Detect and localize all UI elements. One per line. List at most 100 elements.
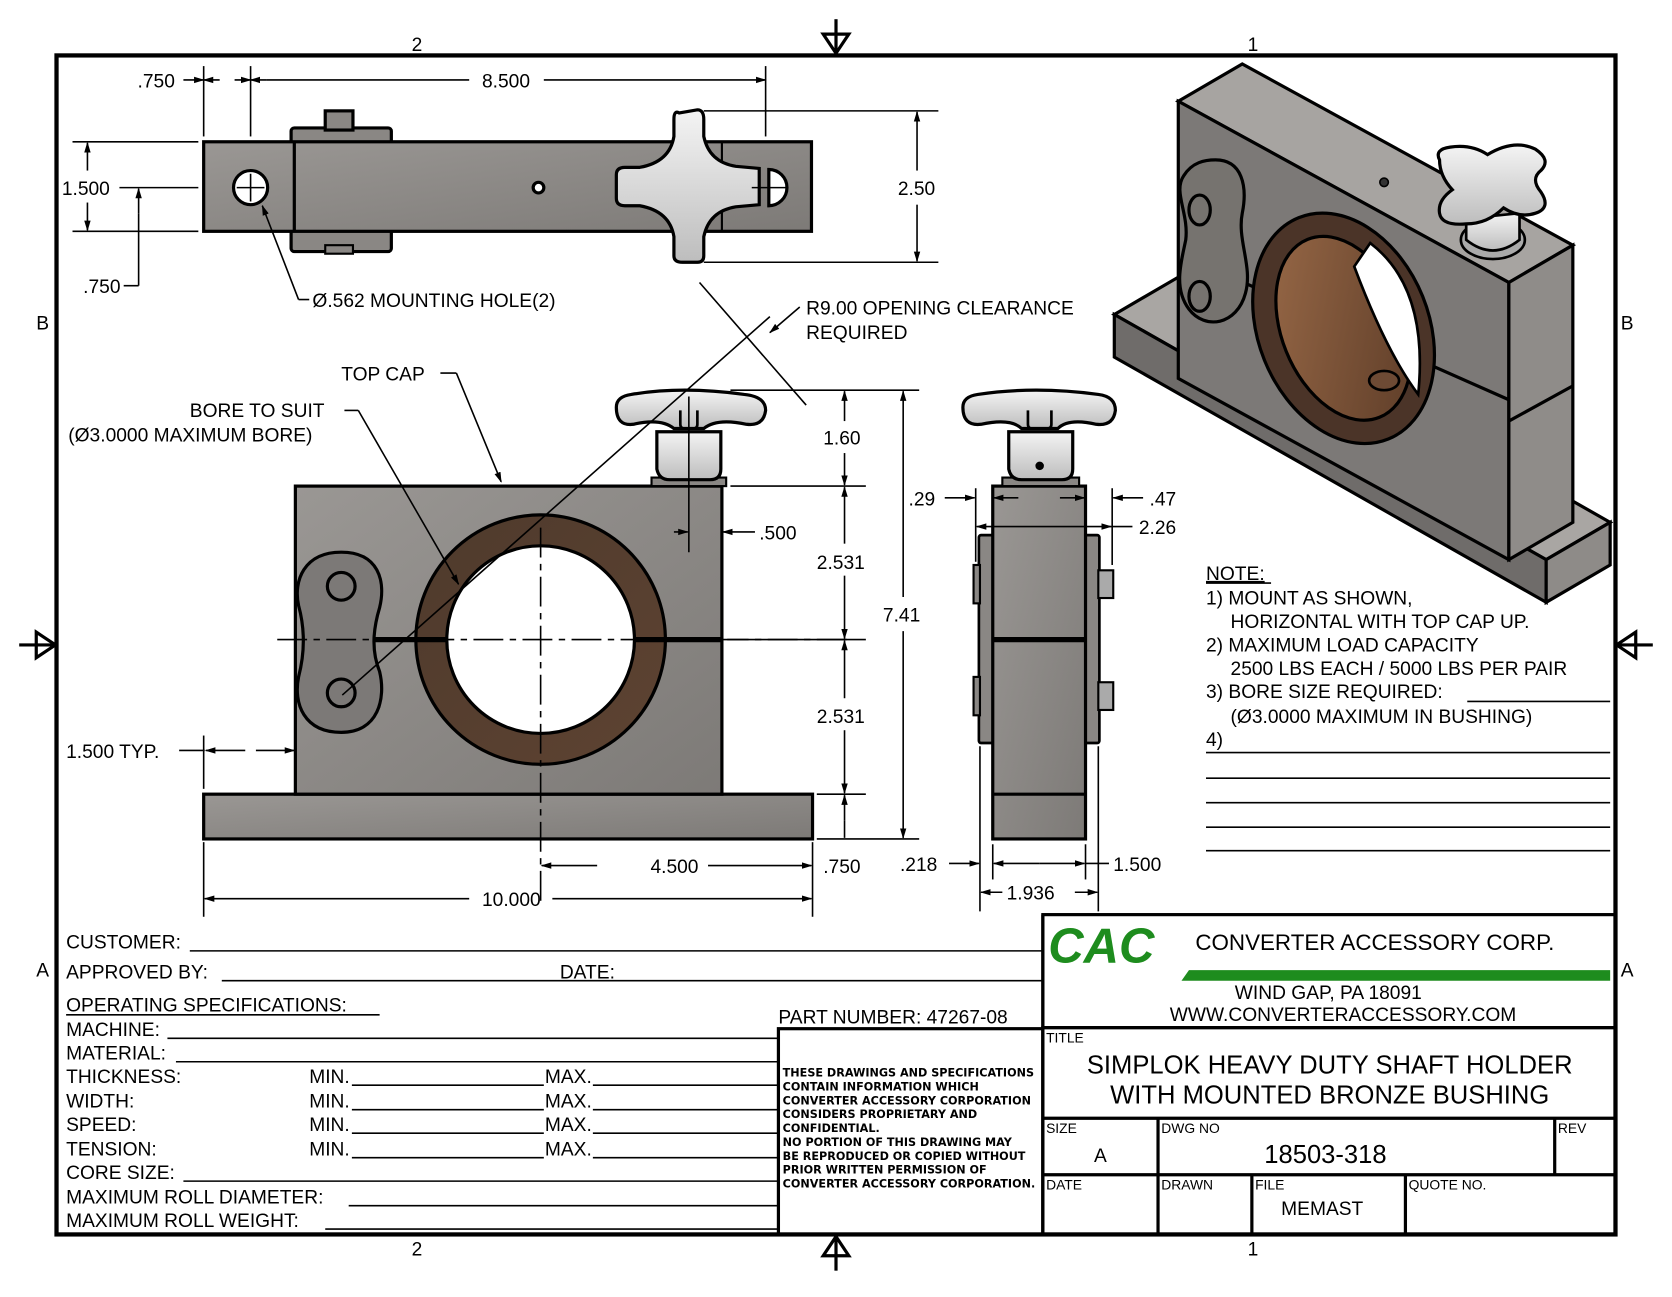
max-label: MAX.	[545, 1115, 592, 1136]
range-row-width: WIDTH: MIN. MAX.	[66, 1092, 779, 1113]
notes-block: NOTE: 1) MOUNT AS SHOWN, HORIZONTAL WITH…	[1206, 564, 1611, 852]
approval-date-label: DATE:	[560, 963, 615, 984]
disclaimer-line: CONSIDERS PROPRIETARY AND	[783, 1108, 978, 1121]
approved-by-label: APPROVED BY:	[66, 963, 208, 984]
zone-right-a: A	[1621, 960, 1634, 981]
disclaimer-line: NO PORTION OF THIS DRAWING MAY	[783, 1136, 1013, 1149]
customer-label: CUSTOMER:	[66, 933, 181, 954]
dim-edge-to-hole: .750	[138, 71, 175, 92]
part-number: PART NUMBER: 47267-08	[778, 1007, 1007, 1028]
isometric-view	[1111, 62, 1614, 606]
bore-label-line2: (Ø3.0000 MAXIMUM BORE)	[68, 425, 312, 446]
range-row-speed: SPEED: MIN. MAX.	[66, 1115, 779, 1136]
file-value: MEMAST	[1281, 1199, 1363, 1220]
note-line: HORIZONTAL WITH TOP CAP UP.	[1231, 612, 1530, 633]
title-label: TITLE	[1046, 1030, 1084, 1046]
company-block: CAC CONVERTER ACCESSORY CORP. WIND GAP, …	[1041, 913, 1618, 1030]
side-view: .29 .47 2.26 .218 1.500 1.936	[900, 388, 1177, 912]
note-line: 3) BORE SIZE REQUIRED:	[1206, 682, 1443, 703]
zone-right-b: B	[1621, 313, 1634, 334]
range-label: WIDTH:	[66, 1092, 134, 1113]
range-label: SPEED:	[66, 1115, 136, 1136]
note-line: (Ø3.0000 MAXIMUM IN BUSHING)	[1231, 707, 1533, 728]
note-line: 2500 LBS EACH / 5000 LBS PER PAIR	[1231, 659, 1568, 680]
top-cap-label: TOP CAP	[341, 365, 425, 386]
centering-mark-left-icon	[19, 629, 59, 661]
disclaimer-box: THESE DRAWINGS AND SPECIFICATIONS CONTAI…	[776, 1027, 1045, 1237]
disclaimer-line: CONTAIN INFORMATION WHICH	[783, 1081, 979, 1094]
clearance-note-line1: R9.00 OPENING CLEARANCE	[806, 298, 1074, 319]
dim-side-body-width: 1.500	[1113, 855, 1161, 876]
dim-hole-spacing: 8.500	[482, 71, 530, 92]
range-row-thickness: THICKNESS: MIN. MAX.	[66, 1067, 779, 1088]
rev-label: REV	[1558, 1120, 1587, 1136]
top-view: .750 8.500 1.500 .750 2.50 Ø.562 MOUNTIN…	[62, 66, 1074, 406]
max-roll-diameter-label: MAXIMUM ROLL DIAMETER:	[66, 1188, 323, 1209]
dim-overall-length: 10.000	[482, 890, 541, 911]
dim-knob-offset: .500	[759, 523, 796, 544]
dwg-no-value: 18503-318	[1264, 1141, 1386, 1169]
range-row-tension: TENSION: MIN. MAX.	[66, 1140, 779, 1161]
zone-bottom-2: 2	[412, 1240, 423, 1261]
note-line: 4)	[1206, 730, 1223, 751]
clearance-note-line2: REQUIRED	[806, 323, 907, 344]
range-label: THICKNESS:	[66, 1067, 181, 1088]
company-address: WIND GAP, PA 18091	[1235, 983, 1422, 1004]
dim-side-base-inset: .218	[900, 855, 937, 876]
bore-label-line1: BORE TO SUIT	[190, 401, 325, 422]
max-label: MAX.	[545, 1092, 592, 1113]
dim-side-right-offset: .47	[1150, 489, 1177, 510]
drawn-label: DRAWN	[1161, 1177, 1213, 1193]
size-label: SIZE	[1046, 1120, 1077, 1136]
company-website: WWW.CONVERTERACCESSORY.COM	[1170, 1005, 1517, 1026]
zone-top-2: 2	[412, 35, 423, 56]
disclaimer-line: CONVERTER ACCESSORY CORPORATION	[783, 1094, 1031, 1107]
front-view: TOP CAP BORE TO SUIT (Ø3.0000 MAXIMUM BO…	[66, 316, 920, 917]
min-label: MIN.	[309, 1092, 350, 1113]
size-value: A	[1094, 1146, 1107, 1167]
min-label: MIN.	[309, 1067, 350, 1088]
max-roll-weight-label: MAXIMUM ROLL WEIGHT:	[66, 1211, 299, 1232]
note-line: 2) MAXIMUM LOAD CAPACITY	[1206, 635, 1479, 656]
zone-bottom-1: 1	[1248, 1240, 1259, 1261]
dim-base-thickness: .750	[823, 857, 860, 878]
dim-knob-height: 1.60	[823, 429, 860, 450]
quote-no-label: QUOTE NO.	[1409, 1177, 1487, 1193]
dim-center-to-end: 4.500	[650, 857, 698, 878]
operating-specs-heading: OPERATING SPECIFICATIONS:	[66, 996, 347, 1017]
disclaimer-line: CONFIDENTIAL.	[783, 1122, 880, 1135]
min-label: MIN.	[309, 1140, 350, 1161]
range-label: TENSION:	[66, 1140, 157, 1161]
material-label: MATERIAL:	[66, 1044, 166, 1065]
cac-logo: CAC	[1048, 920, 1611, 981]
disclaimer-line: BE REPRODUCED OR COPIED WITHOUT	[783, 1150, 1026, 1163]
dim-lower-half: 2.531	[817, 707, 865, 728]
company-name: CONVERTER ACCESSORY CORP.	[1195, 930, 1554, 955]
clamp-link	[295, 550, 384, 734]
centering-mark-bottom-icon	[820, 1233, 852, 1271]
max-label: MAX.	[545, 1067, 592, 1088]
drawing-title-line2: WITH MOUNTED BRONZE BUSHING	[1110, 1081, 1549, 1109]
iso-knob-handle	[1436, 143, 1547, 226]
core-size-label: CORE SIZE:	[66, 1163, 175, 1184]
drawing-title-line1: SIMPLOK HEAVY DUTY SHAFT HOLDER	[1087, 1051, 1573, 1079]
side-knob-handle	[961, 388, 1117, 431]
mounting-hole-note: Ø.562 MOUNTING HOLE(2)	[312, 291, 555, 312]
dim-overall-height: 7.41	[883, 605, 920, 626]
disclaimer-line: CONVERTER ACCESSORY CORPORATION.	[783, 1178, 1036, 1191]
zone-top-1: 1	[1248, 35, 1259, 56]
dim-knob-span: 2.50	[898, 179, 935, 200]
disclaimer-line: THESE DRAWINGS AND SPECIFICATIONS	[783, 1067, 1034, 1080]
dim-flange-typ: 1.500 TYP.	[66, 742, 159, 763]
note-line: 1) MOUNT AS SHOWN,	[1206, 588, 1412, 609]
date-label: DATE	[1046, 1177, 1082, 1193]
centering-mark-right-icon	[1613, 629, 1653, 661]
title-block: TITLE SIMPLOK HEAVY DUTY SHAFT HOLDER WI…	[1041, 1026, 1618, 1237]
dim-hole-offset: .750	[83, 277, 120, 298]
customer-form: CUSTOMER: APPROVED BY: DATE: OPERATING S…	[66, 914, 1045, 1235]
dim-base-width: 1.500	[62, 179, 110, 200]
front-knob-handle	[614, 388, 768, 431]
machine-label: MACHINE:	[66, 1020, 160, 1041]
dim-side-overall-width: 2.26	[1139, 518, 1176, 539]
